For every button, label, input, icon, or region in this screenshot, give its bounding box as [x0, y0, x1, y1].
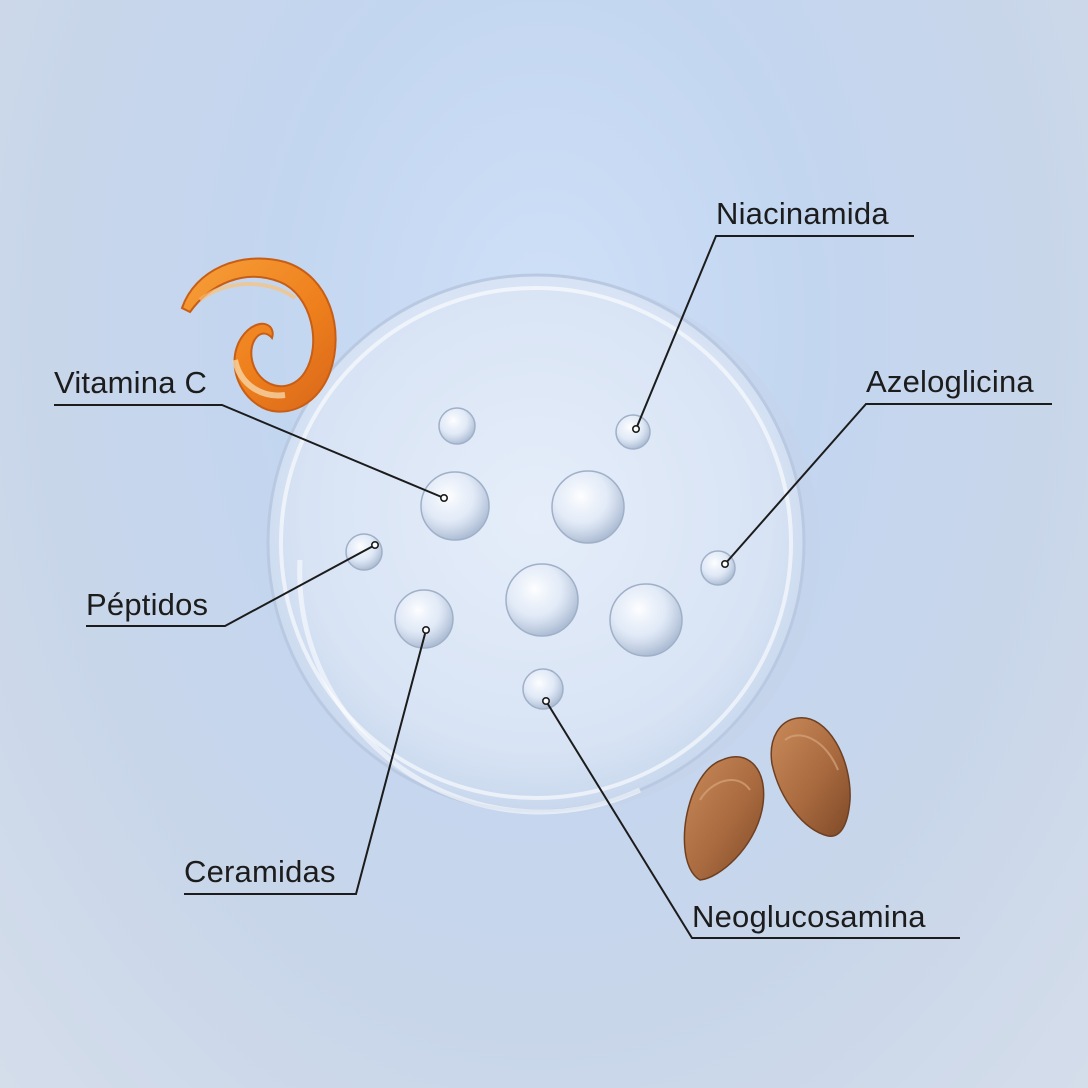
droplet: [700, 550, 736, 586]
leader-vitamina-c: [54, 404, 445, 499]
leader-lines: [54, 235, 1052, 939]
droplet: [615, 414, 651, 450]
label-neoglucosamina: Neoglucosamina: [692, 899, 926, 934]
droplet: [551, 470, 625, 544]
leader-peptidos: [86, 544, 376, 627]
leader-azeloglicina: [724, 403, 1052, 565]
label-azeloglicina: Azeloglicina: [866, 364, 1034, 399]
almonds: [683, 717, 851, 881]
label-niacinamida: Niacinamida: [716, 196, 889, 231]
leader-dots: [370, 424, 729, 705]
leader-neoglucosamina: [545, 700, 960, 939]
leader-ceramidas: [184, 629, 427, 895]
droplet: [505, 563, 579, 637]
label-vitamina-c: Vitamina C: [54, 365, 208, 400]
label-peptidos: Péptidos: [86, 587, 209, 622]
droplets: [345, 407, 736, 710]
droplet: [522, 668, 564, 710]
orange-peel: [180, 257, 337, 413]
droplet: [420, 471, 490, 541]
droplet: [609, 583, 683, 657]
leader-niacinamida: [635, 235, 914, 430]
droplet: [394, 589, 454, 649]
droplet: [438, 407, 476, 445]
label-ceramidas: Ceramidas: [184, 854, 336, 889]
